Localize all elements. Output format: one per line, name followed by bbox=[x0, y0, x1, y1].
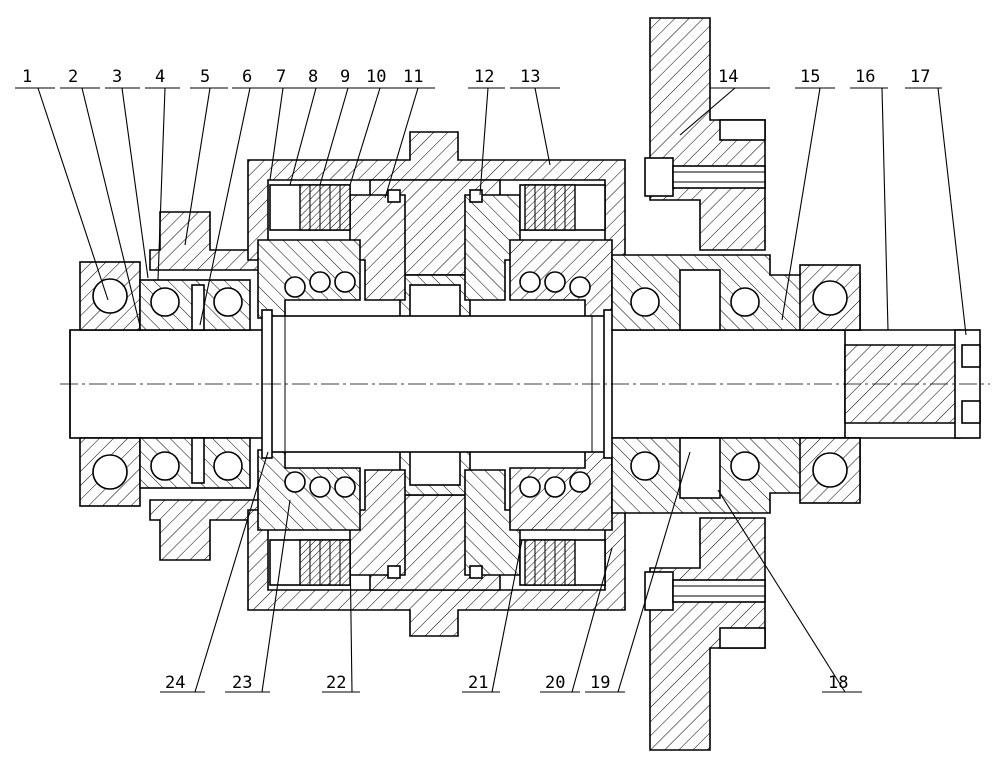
right-piston-12 bbox=[464, 189, 521, 579]
return-springs bbox=[284, 271, 591, 498]
lower-bolt bbox=[644, 571, 766, 611]
label-21: 21 bbox=[468, 673, 488, 693]
top-labels: 1 2 3 4 5 6 7 8 9 10 11 12 13 14 15 16 1… bbox=[22, 67, 930, 87]
label-1: 1 bbox=[22, 67, 32, 87]
label-19: 19 bbox=[590, 673, 610, 693]
label-13: 13 bbox=[520, 67, 540, 87]
label-10: 10 bbox=[366, 67, 386, 87]
label-17: 17 bbox=[910, 67, 930, 87]
label-8: 8 bbox=[308, 67, 318, 87]
bottom-labels: 24 23 22 21 20 19 18 bbox=[165, 673, 848, 693]
label-22: 22 bbox=[326, 673, 346, 693]
bottom-callouts bbox=[160, 451, 862, 693]
label-3: 3 bbox=[112, 67, 122, 87]
label-11: 11 bbox=[403, 67, 423, 87]
top-callouts bbox=[15, 87, 967, 336]
right-housing-body bbox=[611, 254, 861, 514]
flange-gear-14 bbox=[649, 17, 766, 751]
label-7: 7 bbox=[276, 67, 286, 87]
label-24: 24 bbox=[165, 673, 185, 693]
left-sleeve bbox=[139, 279, 251, 489]
label-15: 15 bbox=[800, 67, 820, 87]
label-2: 2 bbox=[68, 67, 78, 87]
label-18: 18 bbox=[828, 673, 848, 693]
right-friction-pack bbox=[519, 184, 606, 586]
label-9: 9 bbox=[340, 67, 350, 87]
left-piston-11 bbox=[349, 189, 406, 579]
label-4: 4 bbox=[155, 67, 165, 87]
label-16: 16 bbox=[855, 67, 875, 87]
left-bearing-1 bbox=[79, 261, 141, 507]
label-14: 14 bbox=[718, 67, 738, 87]
label-23: 23 bbox=[232, 673, 252, 693]
label-6: 6 bbox=[242, 67, 252, 87]
label-12: 12 bbox=[474, 67, 494, 87]
left-inner-hub bbox=[257, 239, 361, 531]
label-5: 5 bbox=[200, 67, 210, 87]
upper-bolt bbox=[644, 157, 766, 197]
label-20: 20 bbox=[545, 673, 565, 693]
